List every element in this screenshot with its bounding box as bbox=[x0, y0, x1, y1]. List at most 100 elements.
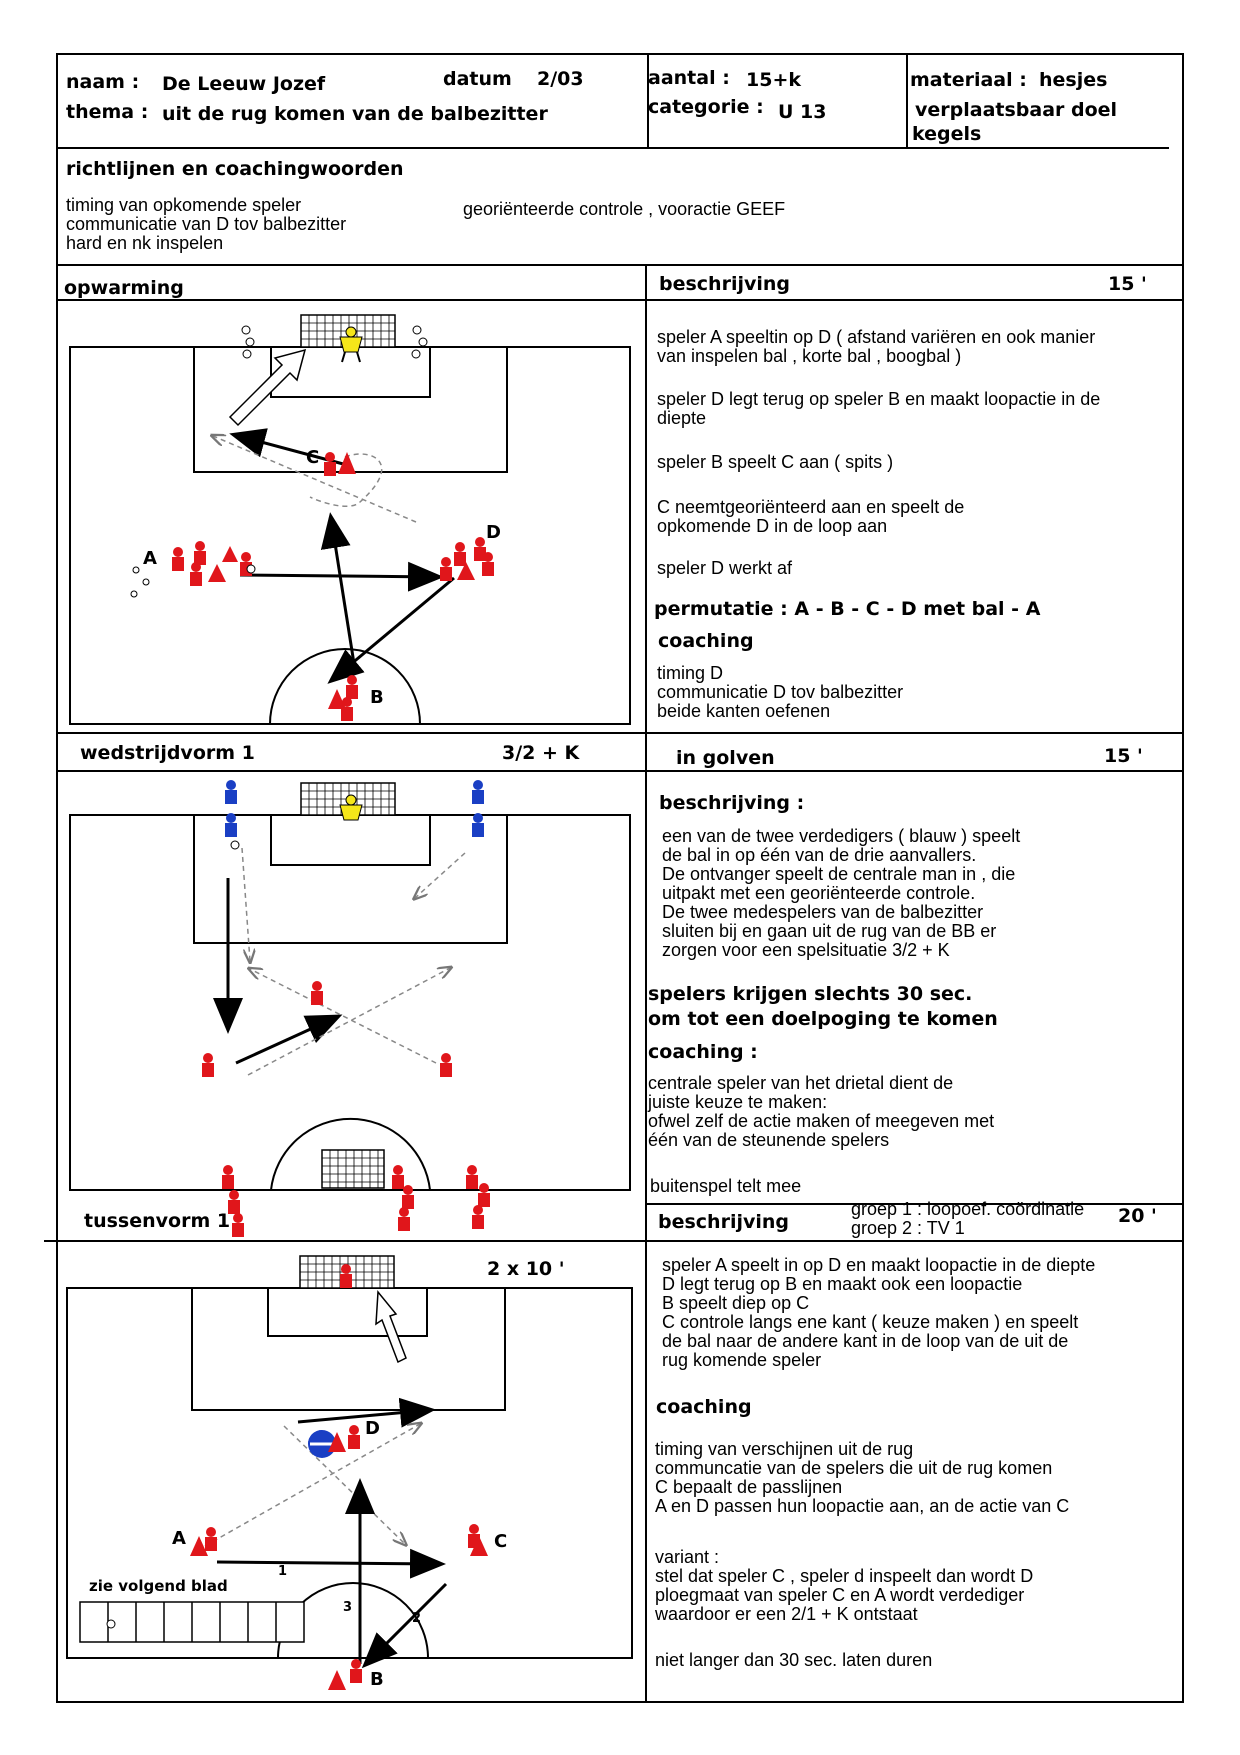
s2-desc-line-4: uitpakt met een georiënteerde controle. bbox=[662, 883, 976, 903]
label-c: C bbox=[494, 1531, 507, 1552]
s2-coaching-line-1: centrale speler van het drietal dient de bbox=[648, 1073, 954, 1093]
run-arrow-top bbox=[297, 1397, 436, 1428]
s3-coaching: timing van verschijnen uit de rug commun… bbox=[655, 1440, 1069, 1516]
section2-divider bbox=[56, 732, 1184, 734]
section1-subdivider bbox=[56, 299, 1184, 301]
s1-para-4-line-2: opkomende D in de loop aan bbox=[657, 516, 888, 536]
s2-coaching-title: coaching : bbox=[648, 1041, 758, 1063]
s1-para-4-line-1: C neemtgeoriënteerd aan en speelt de bbox=[657, 497, 965, 517]
naam-label: naam : bbox=[66, 71, 140, 93]
s2-desc-line-5: De twee medespelers van de balbezitter bbox=[662, 902, 984, 922]
section1-desc-title: beschrijving bbox=[659, 273, 791, 295]
s3-coaching-line-3: C bepaalt de passlijnen bbox=[655, 1477, 843, 1497]
frame-top bbox=[56, 53, 1184, 55]
frame-left bbox=[56, 53, 58, 1703]
s3-desc-line-2: D legt terug op B en maakt ook een loopa… bbox=[662, 1274, 1023, 1294]
s2-coaching-line-4: één van de steunende spelers bbox=[648, 1130, 890, 1150]
player-a bbox=[190, 1527, 217, 1556]
s2-desc-line-6: sluiten bij en gaan uit de rug van de BB… bbox=[662, 921, 997, 941]
section3-divider bbox=[44, 1240, 1184, 1242]
s1-para-2-line-1: speler D legt terug op speler B en maakt… bbox=[657, 389, 1101, 409]
section2-title: wedstrijdvorm 1 bbox=[80, 742, 255, 764]
s3-coaching-line-2: communcatie van de spelers die uit de ru… bbox=[655, 1458, 1053, 1478]
s1-coaching: timing D communicatie D tov balbezitter … bbox=[657, 664, 903, 721]
player-group-c bbox=[324, 452, 356, 476]
s3-desc-line-6: rug komende speler bbox=[662, 1350, 822, 1370]
s3-coaching-line-4: A en D passen hun loopactie aan, an de a… bbox=[655, 1496, 1070, 1516]
s2-coaching: centrale speler van het drietal dient de… bbox=[648, 1074, 994, 1150]
header-divider bbox=[56, 147, 1169, 149]
pass-arrow-d-to-b bbox=[327, 576, 455, 684]
section2-duration: 15 ' bbox=[1104, 745, 1143, 767]
s2-desc: een van de twee verdedigers ( blauw ) sp… bbox=[662, 827, 1020, 960]
s2-desc-line-2: de bal in op één van de drie aanvallers. bbox=[662, 845, 977, 865]
section3-sets: 2 x 10 ' bbox=[487, 1258, 565, 1280]
s3-desc-line-1: speler A speelt in op D en maakt loopact… bbox=[662, 1255, 1096, 1275]
s1-para-3: speler B speelt C aan ( spits ) bbox=[657, 452, 894, 472]
label-d: D bbox=[486, 522, 501, 543]
s1-para-4: C neemtgeoriënteerd aan en speelt de opk… bbox=[657, 498, 964, 536]
frame-bottom bbox=[56, 1701, 1184, 1703]
pass-number-1: 1 bbox=[278, 1564, 287, 1579]
player-c bbox=[468, 1524, 488, 1556]
aantal-value: 15+k bbox=[746, 69, 801, 91]
goalkeeper bbox=[340, 1264, 352, 1288]
guidelines-line-2: communicatie van D tov balbezitter bbox=[66, 214, 347, 234]
section1-title: opwarming bbox=[64, 277, 184, 299]
player-group-b bbox=[328, 675, 358, 721]
s1-coaching-line-1: timing D bbox=[657, 663, 724, 683]
s3-variant-line-3: ploegmaat van speler C en A wordt verded… bbox=[655, 1585, 1025, 1605]
s1-para-1: speler A speeltin op D ( afstand variëre… bbox=[657, 328, 1095, 366]
s3-variant-line-1: variant : bbox=[655, 1547, 720, 1567]
s1-coaching-line-2: communicatie D tov balbezitter bbox=[657, 682, 904, 702]
guidelines-divider bbox=[56, 264, 1184, 266]
guidelines-title: richtlijnen en coachingwoorden bbox=[66, 158, 404, 180]
s3-variant-line-2: stel dat speler C , speler d inspeelt da… bbox=[655, 1566, 1034, 1586]
s2-coaching-line-2: juiste keuze te maken: bbox=[648, 1092, 828, 1112]
datum-value: 2/03 bbox=[537, 68, 584, 90]
header-vsep-1 bbox=[647, 55, 649, 147]
goal-area bbox=[267, 1287, 428, 1337]
shot-arrow bbox=[228, 348, 307, 427]
ladder-drill bbox=[79, 1601, 305, 1643]
s3-final: niet langer dan 30 sec. laten duren bbox=[655, 1650, 933, 1670]
pass-arrow-b-to-c bbox=[320, 512, 357, 671]
section2-ratio: 3/2 + K bbox=[502, 742, 580, 764]
section3-duration: 20 ' bbox=[1118, 1205, 1157, 1227]
wedstrijdvorm-diagram bbox=[69, 780, 631, 1191]
player-b bbox=[328, 1659, 362, 1690]
label-d: D bbox=[365, 1418, 380, 1439]
label-b: B bbox=[370, 687, 384, 708]
guidelines-right: georiënteerde controle , vooractie GEEF bbox=[463, 199, 786, 219]
label-c: C bbox=[306, 447, 319, 468]
s2-desc-line-7: zorgen voor een spelsituatie 3/2 + K bbox=[662, 940, 950, 960]
pitch-outline bbox=[69, 814, 631, 1191]
pitch-outline bbox=[69, 346, 631, 725]
pass-number-3: 3 bbox=[343, 1600, 352, 1615]
label-a: A bbox=[143, 548, 157, 569]
s2-bold-2: om tot een doelpoging te komen bbox=[648, 1008, 998, 1030]
categorie-value: U 13 bbox=[778, 101, 827, 123]
pass-arrow-center bbox=[235, 1014, 343, 1065]
s2-bold-1: spelers krijgen slechts 30 sec. bbox=[648, 983, 973, 1005]
section3-desc-title: beschrijving bbox=[658, 1211, 790, 1233]
s2-coaching-line-3: ofwel zelf de actie maken of meegeven me… bbox=[648, 1111, 995, 1131]
center-circle bbox=[269, 648, 421, 725]
cross-run-2 bbox=[250, 969, 437, 1064]
opwarming-diagram: A C D B bbox=[69, 314, 631, 725]
player-group-a bbox=[130, 541, 256, 598]
s1-coaching-line-3: beide kanten oefenen bbox=[657, 701, 831, 721]
s3-coaching-title: coaching bbox=[656, 1396, 752, 1418]
s1-coaching-title: coaching bbox=[658, 630, 754, 652]
s2-desc-title: beschrijving : bbox=[659, 792, 805, 814]
guidelines-line-3: hard en nk inspelen bbox=[66, 233, 224, 253]
aantal-label: aantal : bbox=[648, 67, 730, 89]
ball-group bbox=[241, 325, 428, 359]
label-b: B bbox=[370, 1669, 384, 1690]
pass-arrow-2 bbox=[361, 1582, 448, 1669]
section3-title: tussenvorm 1 bbox=[84, 1210, 231, 1232]
datum-label: datum bbox=[443, 68, 512, 90]
guidelines-line-1: timing van opkomende speler bbox=[66, 195, 302, 215]
section3-right-top bbox=[647, 1203, 1184, 1205]
small-goal bbox=[321, 1149, 385, 1189]
